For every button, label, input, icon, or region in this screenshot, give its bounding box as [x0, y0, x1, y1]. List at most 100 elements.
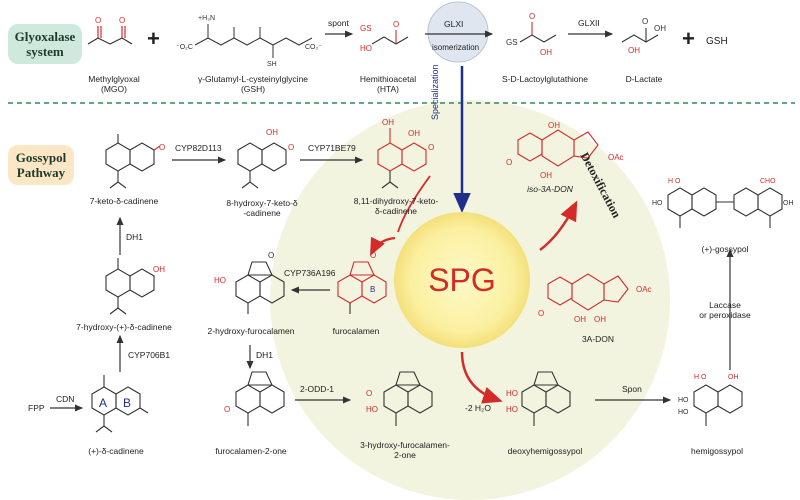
- svg-text:OAc: OAc: [608, 153, 624, 162]
- svg-text:O: O: [506, 158, 512, 167]
- cyp82d113-label: CYP82D113: [175, 143, 222, 153]
- three-adon-structure: O OH OH OAc: [538, 273, 652, 324]
- hydroxy-furo-structure: HO O: [214, 251, 285, 314]
- svg-text:OH: OH: [540, 171, 552, 180]
- deoxyhemi-label: deoxyhemigossypol: [507, 446, 583, 456]
- furo-2-one-structure: O: [224, 371, 285, 426]
- hta-label: Hemithioacetal (HTA): [359, 74, 417, 94]
- isomerization-label: isomerization: [432, 43, 480, 52]
- svg-text:HO: HO: [652, 200, 663, 207]
- svg-text:OH: OH: [654, 24, 666, 33]
- hydroxy-furo-one-structure: O HO: [366, 371, 433, 426]
- svg-text:O: O: [288, 143, 294, 152]
- hydroxy-cadinene-label: 7-hydroxy-(+)-δ-cadinene: [76, 322, 172, 332]
- svg-text:O: O: [642, 17, 648, 26]
- furocalamen-label: furocalamen: [332, 326, 380, 336]
- svg-text:GS: GS: [360, 24, 372, 33]
- gossypol-structure: H O CHO HO OH: [652, 178, 794, 228]
- svg-text:O: O: [268, 251, 274, 260]
- hydroxy-furo-label: 2-hydroxy-furocalamen: [207, 326, 295, 336]
- svg-text:OH: OH: [266, 128, 278, 137]
- spg-circle: [394, 212, 530, 348]
- svg-text:H O: H O: [668, 178, 681, 185]
- fpp-label: FPP: [28, 403, 45, 413]
- dh1-label: DH1: [126, 232, 144, 242]
- gsh-label: GSH: [706, 36, 728, 47]
- dlactate-structure: O OH OH: [621, 17, 666, 55]
- hydroxy-keto-structure: OH O: [237, 128, 294, 189]
- svg-text:O: O: [529, 12, 535, 21]
- svg-text:+H₃N: +H₃N: [198, 15, 215, 22]
- furo-2-one-label: furocalamen-2-one: [215, 446, 287, 456]
- spont-label: spont: [328, 18, 349, 28]
- svg-text:CO₂⁻: CO₂⁻: [305, 44, 322, 51]
- lactoyl-structure: GS O OH: [506, 12, 557, 57]
- deoxyhemi-structure: HO HO: [506, 371, 571, 426]
- svg-text:HO: HO: [214, 276, 226, 285]
- svg-text:OH: OH: [548, 121, 560, 130]
- dihydroxy-keto-structure: OH OH O: [377, 118, 434, 189]
- svg-text:B: B: [370, 285, 375, 294]
- svg-text:OH: OH: [783, 200, 794, 207]
- gsh-long-label: γ-Glutamyl-L-cysteinylglycine (GSH): [197, 74, 309, 94]
- svg-text:⁻O₂C: ⁻O₂C: [176, 44, 193, 51]
- svg-text:O: O: [370, 251, 376, 260]
- cadinene-label: (+)-δ-cadinene: [88, 446, 144, 456]
- minus-water-label: -2 H₂O: [465, 403, 491, 413]
- svg-text:OH: OH: [540, 48, 552, 57]
- svg-text:SH: SH: [267, 61, 277, 68]
- svg-text:HO: HO: [678, 409, 689, 416]
- gossypol-compound-label: (+)-gossypol: [701, 244, 749, 254]
- gossypol-label: Gossypol Pathway: [8, 145, 74, 185]
- cadinene-structure: [91, 375, 149, 433]
- ring-a-label: A: [99, 396, 108, 410]
- svg-text:OH: OH: [153, 265, 165, 274]
- dihydroxy-keto-label: 8,11-dihydroxy-7-keto- δ-cadinene: [353, 196, 439, 216]
- lactoyl-label: S-D-Lactoylglutathione: [502, 74, 588, 84]
- hemigossypol-structure: H O OH HO HO: [678, 374, 743, 426]
- spg-text: SPG: [428, 262, 496, 298]
- svg-text:OH: OH: [408, 129, 420, 138]
- ring-b-label: B: [123, 396, 132, 410]
- svg-text:HO: HO: [678, 397, 689, 404]
- arrow-dihydroxy-to-spg: [397, 175, 431, 233]
- svg-text:OH: OH: [594, 315, 606, 324]
- spon-label: Spon: [622, 384, 642, 394]
- svg-text:OH: OH: [628, 46, 640, 55]
- gsh-structure: +H₃N ⁻O₂C SH CO₂⁻: [176, 15, 322, 68]
- svg-text:O: O: [538, 309, 544, 318]
- svg-text:GS: GS: [506, 38, 518, 47]
- hta-structure: GS HO O: [360, 20, 409, 53]
- svg-text:HO: HO: [506, 405, 518, 414]
- svg-text:OAc: OAc: [636, 285, 652, 294]
- keto-cadinene-structure: O: [105, 134, 165, 189]
- arrow-spg-detox: [539, 200, 578, 251]
- mgo-label: Methylglyoxal (MGO): [88, 74, 140, 94]
- cdn-label: CDN: [56, 394, 75, 404]
- cyp71be79-label: CYP71BE79: [308, 143, 356, 153]
- svg-text:OH: OH: [574, 315, 586, 324]
- svg-text:H O: H O: [694, 374, 707, 381]
- hemigossypol-label: hemigossypol: [691, 446, 743, 456]
- svg-text:HO: HO: [360, 44, 372, 53]
- hydroxy-cadinene-structure: OH: [105, 258, 165, 315]
- svg-text:O: O: [428, 143, 434, 152]
- iso-3adon-structure: O OH OH OAc: [506, 121, 624, 180]
- cyp706b1-label: CYP706B1: [128, 350, 171, 360]
- dlactate-label: D-Lactate: [625, 74, 663, 84]
- svg-text:O: O: [224, 405, 230, 414]
- plus-sign: +: [682, 26, 695, 51]
- svg-text:CHO: CHO: [760, 178, 776, 185]
- odd-label: 2-ODD-1: [300, 384, 335, 394]
- three-adon-label: 3A-DON: [581, 334, 615, 344]
- svg-text:O: O: [159, 143, 165, 152]
- svg-text:HO: HO: [506, 389, 518, 398]
- laccase-label: Laccase or peroxidase: [699, 300, 751, 320]
- arrow-spg-to-furocalamen: [370, 236, 396, 256]
- svg-text:HO: HO: [366, 405, 378, 414]
- svg-text:O: O: [95, 16, 101, 25]
- glyoxalase-label: Glyoxalase system: [8, 24, 82, 64]
- hydroxy-keto-label: 8-hydroxy-7-keto-δ -cadinene: [226, 198, 298, 218]
- arrow-spg-dehydration: [460, 351, 503, 404]
